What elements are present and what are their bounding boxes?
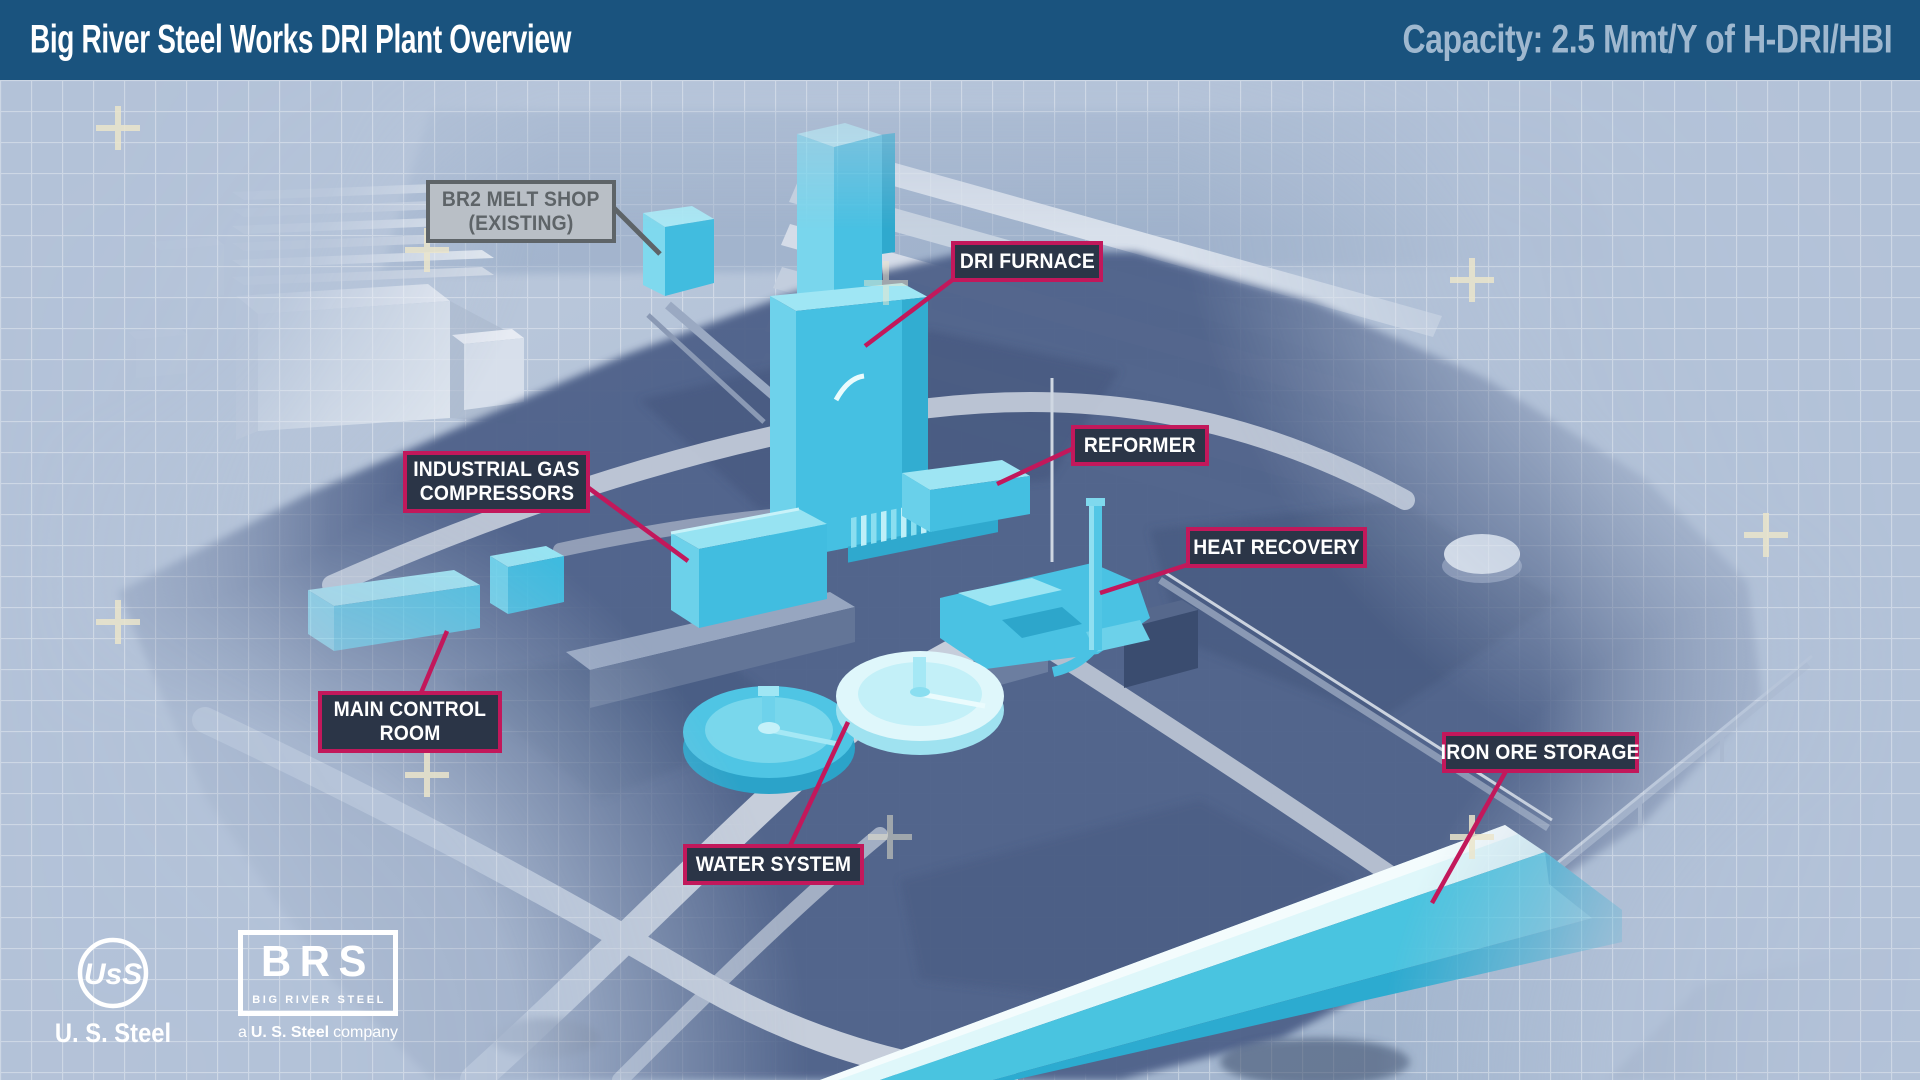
leader-line-reformer [996, 445, 1075, 487]
label-water-system: WATER SYSTEM [683, 844, 864, 885]
leader-line-industrial-gas [584, 484, 690, 563]
capacity-stat: Capacity: 2.5 Mmt/Y of H-DRI/HBI [1402, 17, 1892, 62]
leader-line-iron-ore-storage [1430, 769, 1508, 905]
header-bar: Big River Steel Works DRI Plant Overview… [0, 0, 1920, 80]
plant-3d-render [0, 80, 1920, 1080]
leader-lines [418, 204, 1508, 905]
us-steel-wordmark: U. S. Steel [54, 1018, 172, 1048]
grid-plus-marks [96, 106, 1788, 859]
page-title: Big River Steel Works DRI Plant Overview [30, 17, 572, 62]
label-reformer: REFORMER [1071, 425, 1209, 466]
us-steel-logo-icon: UsS [77, 937, 149, 1009]
label-industrial-gas-compressors: INDUSTRIAL GAS COMPRESSORS [403, 451, 590, 513]
brs-logo: BRS BIG RIVER STEEL [238, 930, 398, 1016]
brs-name: BIG RIVER STEEL [252, 994, 386, 1006]
label-heat-recovery: HEAT RECOVERY [1186, 527, 1367, 568]
label-br2-melt-shop: BR2 MELT SHOP (EXISTING) [426, 180, 616, 243]
label-main-control-room: MAIN CONTROL ROOM [318, 691, 502, 753]
leader-line-water-system [787, 721, 851, 847]
leader-line-heat-recovery [1099, 561, 1191, 596]
brs-monogram: BRS [261, 937, 375, 986]
leader-line-br2-melt-shop [610, 204, 662, 256]
svg-text:UsS: UsS [84, 958, 142, 991]
label-dri-furnace: DRI FURNACE [951, 241, 1103, 282]
leader-line-dri-furnace [863, 276, 957, 348]
label-iron-ore-storage: IRON ORE STORAGE [1441, 732, 1640, 773]
leader-line-main-control-room [418, 630, 450, 694]
